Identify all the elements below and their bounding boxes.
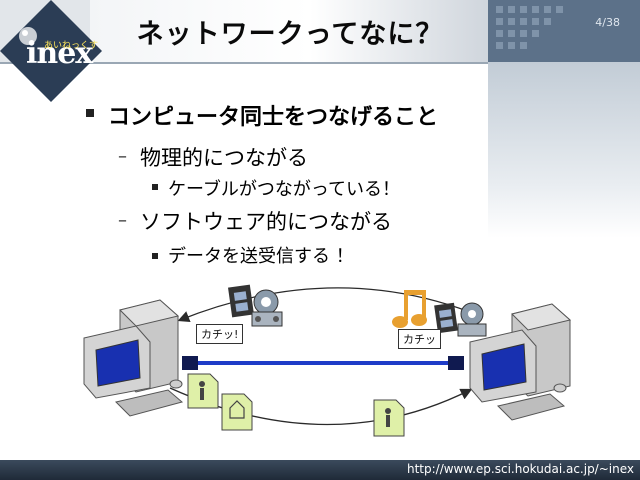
curved-arrow-icon	[177, 287, 471, 323]
right-side-panel	[488, 62, 640, 238]
computer-left-icon	[83, 299, 184, 417]
bullet-square-icon	[152, 184, 158, 190]
header-gradient	[90, 0, 490, 62]
page-number: 4/38	[595, 16, 620, 29]
dot-pattern	[496, 6, 563, 49]
slide-title: ネットワークってなに？	[136, 19, 444, 50]
film-icon	[434, 302, 458, 334]
callout-click-right: カチッ	[398, 329, 441, 349]
music-note-icon	[392, 290, 427, 328]
document-icon	[187, 373, 219, 409]
header-dark-panel	[488, 0, 640, 62]
bullet-square-icon	[152, 253, 158, 259]
document-icon	[373, 399, 405, 437]
network-cable-icon	[182, 356, 464, 370]
slide-footer	[0, 460, 640, 480]
bullet-level2-physical: 物理的につながる	[140, 146, 308, 170]
network-diagram	[83, 284, 572, 437]
logo-kana: あいねっくす	[44, 41, 99, 51]
logo-text: inex	[26, 36, 93, 71]
bullet-level1: コンピュータ同士をつなげること	[108, 105, 439, 130]
footer-url: http://www.ep.sci.hokudai.ac.jp/~inex	[406, 462, 634, 476]
home-document-icon	[221, 393, 253, 431]
bullet-level3-cable: ケーブルがつながっている！	[168, 179, 401, 200]
bullet-level3-data: データを送受信する ！	[168, 246, 354, 267]
callout-click-left: カチッ!	[196, 324, 244, 344]
speaker-icon	[251, 289, 283, 327]
speaker-icon	[457, 302, 487, 337]
bullet-square-icon	[86, 109, 94, 117]
logo-diamond-icon	[0, 0, 102, 102]
bullet-dash: –	[118, 146, 127, 167]
bullet-dash: –	[118, 210, 127, 231]
film-icon	[228, 284, 254, 318]
header-rule	[0, 62, 640, 64]
bullet-level2-software: ソフトウェア的につながる	[140, 210, 392, 234]
computer-right-icon	[469, 303, 572, 421]
